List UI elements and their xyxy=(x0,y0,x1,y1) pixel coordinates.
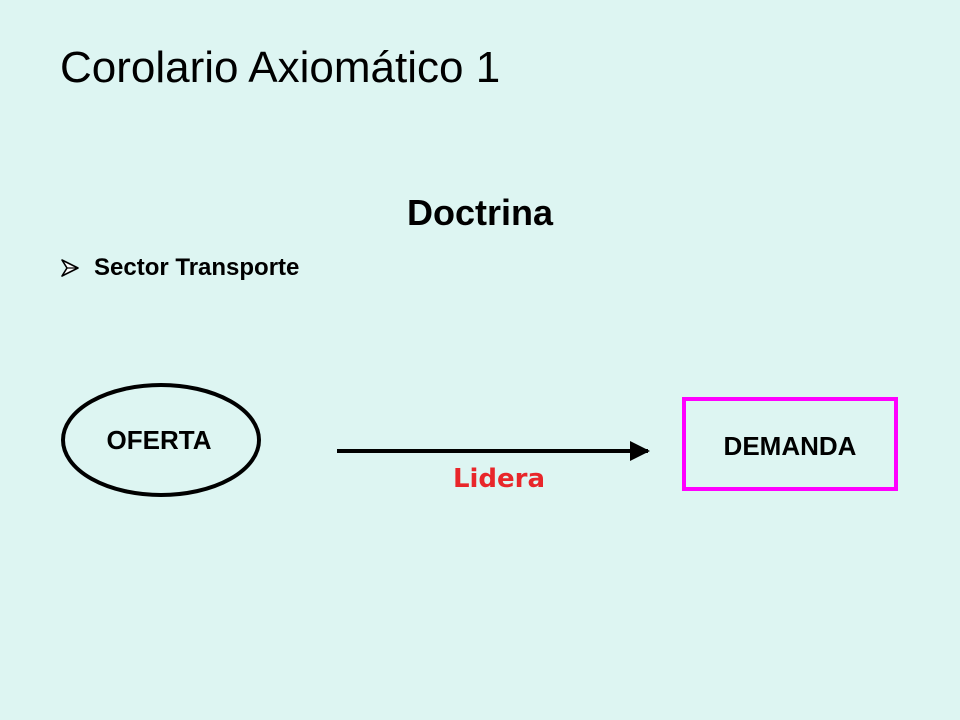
bullet-text: Sector Transporte xyxy=(94,254,300,281)
demanda-box xyxy=(682,397,898,491)
demanda-label: DEMANDA xyxy=(724,431,857,461)
node-oferta: OFERTA xyxy=(61,383,261,497)
slide-subtitle: Doctrina xyxy=(406,192,554,233)
edge-lidera: Lidera xyxy=(337,441,650,494)
node-demanda: DEMANDA xyxy=(682,397,898,491)
slide-title: Corolario Axiomático 1 xyxy=(60,43,501,92)
oferta-label: OFERTA xyxy=(107,425,212,455)
lidera-label: Lidera xyxy=(453,464,545,494)
arrowhead-bullet-icon xyxy=(61,259,79,277)
oferta-ellipse xyxy=(61,383,261,497)
bullet-item: Sector Transporte xyxy=(60,250,299,286)
